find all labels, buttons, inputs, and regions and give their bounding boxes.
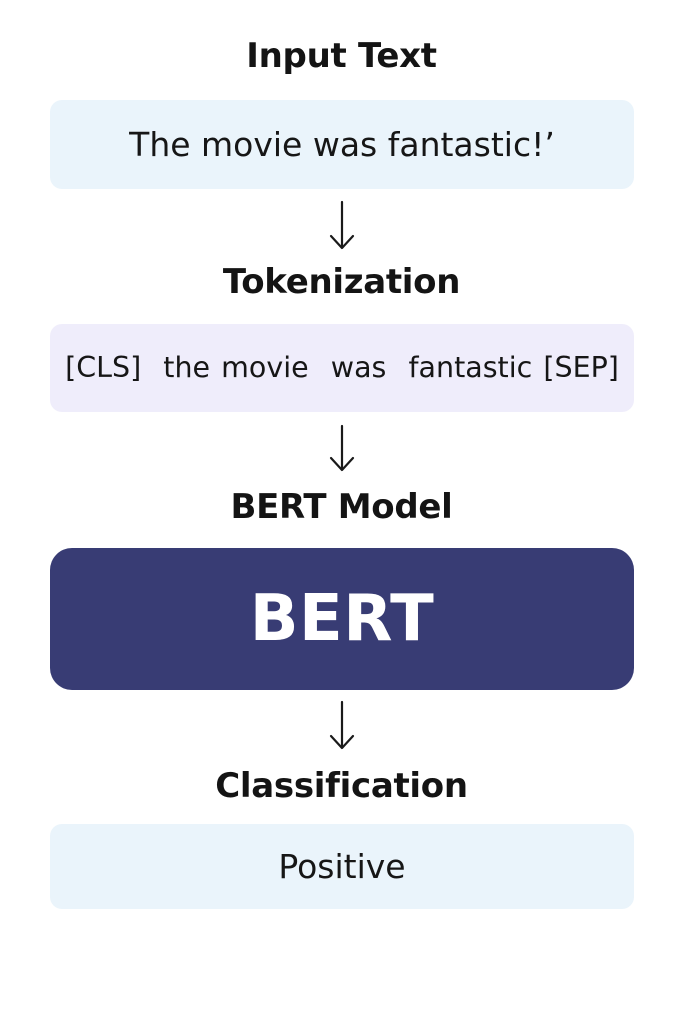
down-arrow-icon: [329, 424, 355, 472]
tokenization-heading: Tokenization: [222, 262, 461, 302]
tokenization-box: [CLS] the movie was fantastic [SEP]: [50, 324, 634, 412]
tokenization-value: [CLS] the movie was fantastic [SEP]: [65, 351, 619, 384]
bert-model-label: BERT: [249, 582, 435, 656]
classification-value: Positive: [278, 846, 406, 886]
input-text-value: The movie was fantastic!’: [129, 124, 555, 164]
bert-model-heading: BERT Model: [230, 487, 453, 527]
down-arrow-icon: [329, 700, 355, 750]
bert-model-box: BERT: [50, 548, 634, 690]
down-arrow-icon: [329, 200, 355, 250]
input-text-heading: Input Text: [246, 36, 437, 76]
classification-heading: Classification: [215, 766, 468, 806]
input-text-box: The movie was fantastic!’: [50, 100, 634, 189]
classification-box: Positive: [50, 824, 634, 909]
